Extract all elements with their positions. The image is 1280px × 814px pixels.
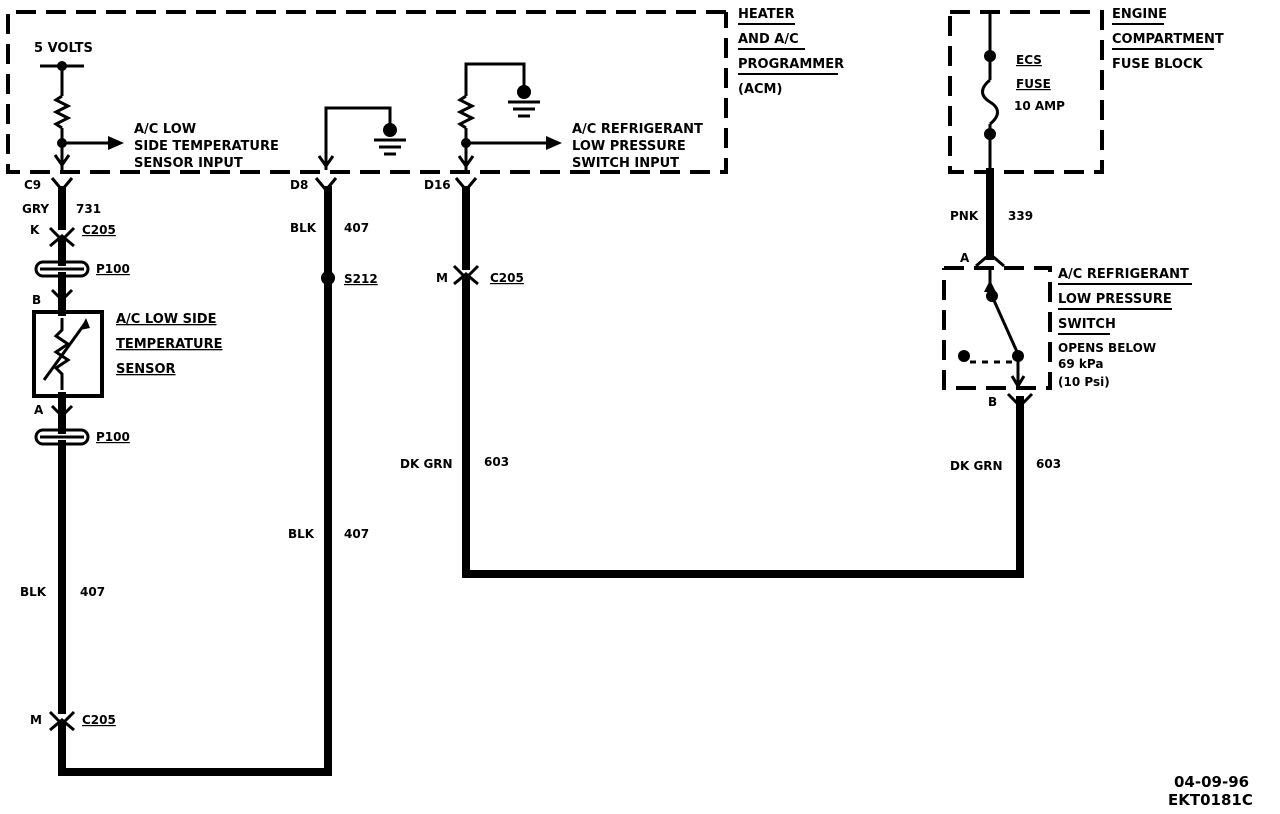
d16-chevron bbox=[457, 155, 475, 169]
thermistor-variable-arrow bbox=[42, 321, 88, 381]
pressure-switch-label-line1: A/C REFRIGERANT bbox=[1058, 267, 1189, 282]
sensor-label-line1: A/C LOW SIDE bbox=[116, 312, 216, 327]
switch-input-label-line3: SWITCH INPUT bbox=[572, 156, 679, 171]
splice-s212-label: S212 bbox=[344, 272, 378, 286]
wire-pnk-circuit: 339 bbox=[1008, 209, 1033, 223]
switch-pin-b-cup bbox=[1006, 392, 1034, 409]
switch-pin-a-cup bbox=[975, 252, 1005, 268]
fuse-label-line3: 10 AMP bbox=[1014, 99, 1065, 113]
switch-pin-b: B bbox=[988, 395, 997, 409]
c205-m-right-connector-lower bbox=[453, 272, 479, 286]
c205-m-right-label: C205 bbox=[490, 271, 524, 285]
pullup-resistor-symbol bbox=[52, 94, 72, 130]
fuse-block-title-line3: FUSE BLOCK bbox=[1112, 57, 1204, 72]
wire-dkgrn-right-color: DK GRN bbox=[950, 459, 1003, 473]
fuse-top-node bbox=[984, 50, 996, 62]
footer-date: 04-09-96 bbox=[1174, 773, 1249, 791]
fuse-label-line2: FUSE bbox=[1016, 77, 1051, 91]
wire-blk-left-circuit: 407 bbox=[80, 585, 105, 599]
fuse-bottom-node bbox=[984, 128, 996, 140]
sensor-label-line2: TEMPERATURE bbox=[116, 337, 222, 352]
temp-input-label-line1: A/C LOW bbox=[134, 122, 196, 137]
c205-m-left-pin: M bbox=[30, 713, 42, 727]
d16-ground-node bbox=[517, 85, 531, 99]
d16-pullup-resistor bbox=[456, 94, 476, 130]
switch-input-arrowhead bbox=[546, 136, 562, 150]
footer-code: EKT0181C bbox=[1168, 791, 1253, 809]
wire-blk-407-bottom-loop bbox=[58, 192, 332, 776]
wire-dkgrn-left-color: DK GRN bbox=[400, 457, 453, 471]
acm-title-line1: HEATER bbox=[738, 7, 795, 22]
thermistor-arrowhead bbox=[80, 318, 90, 330]
temp-input-chevron bbox=[53, 154, 71, 168]
pressure-switch-boundary bbox=[942, 266, 1052, 390]
acm-pin-d16: D16 bbox=[424, 178, 451, 192]
wire-blk-left-color: BLK bbox=[20, 585, 47, 599]
splice-s212 bbox=[321, 271, 335, 285]
c205-m-left-label: C205 bbox=[82, 713, 116, 727]
d8-internal-ground-lead bbox=[324, 106, 392, 170]
switch-input-label-line1: A/C REFRIGERANT bbox=[572, 122, 703, 137]
temp-input-arrowhead bbox=[108, 136, 124, 150]
acm-pin-c9: C9 bbox=[24, 178, 41, 192]
c205-m-left-connector-lower bbox=[49, 718, 75, 732]
c205-k-pin: K bbox=[30, 223, 40, 237]
five-volts-label: 5 VOLTS bbox=[34, 41, 93, 56]
wire-dkgrn-603-loop bbox=[462, 278, 1024, 578]
fuse-block-title-line1: ENGINE bbox=[1112, 7, 1167, 22]
wire-pnk-color: PNK bbox=[950, 209, 979, 223]
fuse-block-boundary bbox=[948, 10, 1104, 174]
pressure-switch-label-line2: LOW PRESSURE bbox=[1058, 292, 1172, 307]
p100-bottom-label: P100 bbox=[96, 430, 130, 444]
switch-arrow-up bbox=[984, 280, 996, 292]
fuse-symbol bbox=[981, 78, 999, 126]
wire-gry-circuit: 731 bbox=[76, 202, 101, 216]
sensor-pin-b: B bbox=[32, 293, 41, 307]
d8-ground-node bbox=[383, 123, 397, 137]
c205-k-label: C205 bbox=[82, 223, 116, 237]
wire-dkgrn-left-circuit: 603 bbox=[484, 455, 509, 469]
sensor-pin-a-cup bbox=[50, 404, 74, 419]
wire-blk-d8-circuit: 407 bbox=[344, 221, 369, 235]
temperature-sensor-box bbox=[32, 310, 104, 398]
c205-k-connector-lower bbox=[49, 234, 75, 248]
thermistor-symbol bbox=[53, 318, 71, 390]
fuse-block-title-line2: COMPARTMENT bbox=[1112, 32, 1224, 47]
pressure-switch-label-line3: SWITCH bbox=[1058, 317, 1116, 332]
acm-title-line3: PROGRAMMER bbox=[738, 57, 844, 72]
sensor-label-line3: SENSOR bbox=[116, 362, 176, 377]
acm-module-boundary bbox=[6, 10, 728, 174]
temp-input-label-line3: SENSOR INPUT bbox=[134, 156, 243, 171]
pressure-switch-label-line6: (10 Psi) bbox=[1058, 375, 1110, 389]
wire-blk-mid-circuit: 407 bbox=[344, 527, 369, 541]
c205-m-right-pin: M bbox=[436, 271, 448, 285]
switch-arrow-down bbox=[1010, 375, 1026, 389]
fuse-label-line1: ECS bbox=[1016, 53, 1042, 67]
switch-pin-a: A bbox=[960, 251, 970, 265]
wire-dkgrn-right-circuit: 603 bbox=[1036, 457, 1061, 471]
d16-internal-ground-lead bbox=[464, 62, 526, 96]
switch-open-contact bbox=[958, 350, 970, 362]
sensor-pin-a: A bbox=[34, 403, 44, 417]
switch-blade bbox=[990, 295, 1020, 355]
acm-title-line2: AND A/C bbox=[738, 32, 799, 47]
d8-chevron bbox=[317, 155, 335, 169]
wire-gry-color: GRY bbox=[22, 202, 49, 216]
temp-input-label-line2: SIDE TEMPERATURE bbox=[134, 139, 279, 154]
acm-title-line4: (ACM) bbox=[738, 82, 782, 97]
p100-top-label: P100 bbox=[96, 262, 130, 276]
switch-input-label-line2: LOW PRESSURE bbox=[572, 139, 686, 154]
pressure-switch-label-line5: 69 kPa bbox=[1058, 357, 1103, 371]
acm-pin-d8: D8 bbox=[290, 178, 308, 192]
pressure-switch-label-line4: OPENS BELOW bbox=[1058, 341, 1156, 355]
wire-blk-d8-color: BLK bbox=[290, 221, 317, 235]
wire-blk-mid-color: BLK bbox=[288, 527, 315, 541]
